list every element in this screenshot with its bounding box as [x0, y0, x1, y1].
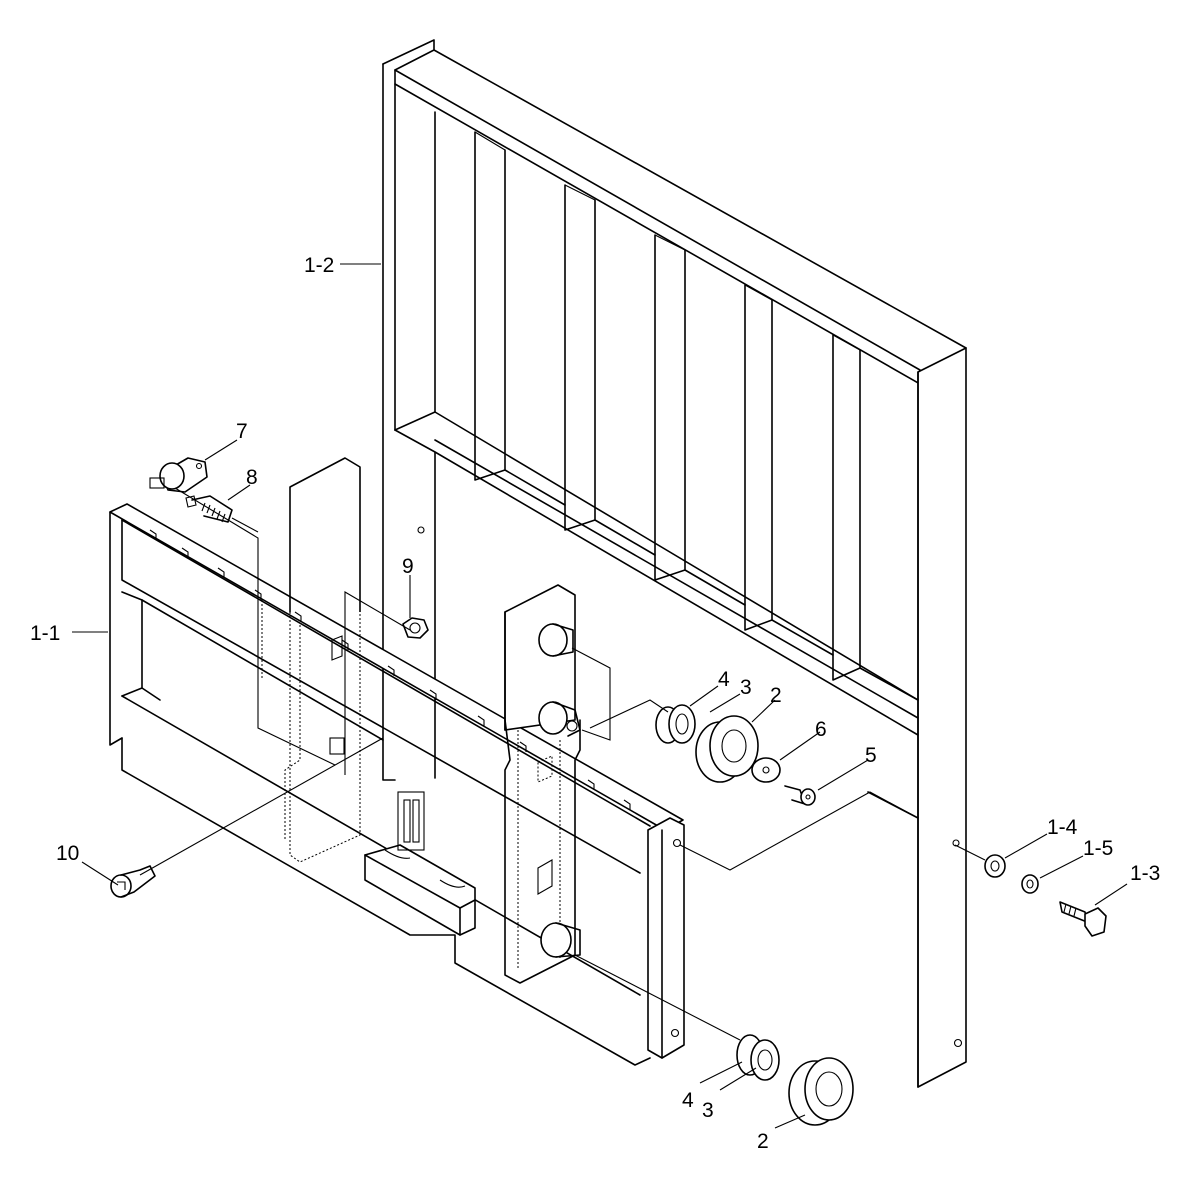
callout-3-upper: 3	[740, 676, 752, 699]
callout-9: 9	[402, 555, 414, 578]
callout-4-lower: 4	[682, 1089, 694, 1112]
callout-1-3: 1-3	[1130, 862, 1160, 885]
fork-carriage	[109, 503, 685, 1066]
part-7-stopper	[149, 457, 208, 493]
backrest-frame	[382, 39, 967, 1088]
callout-1-2: 1-2	[304, 254, 334, 277]
part-9-nut	[402, 617, 429, 639]
callout-5: 5	[865, 744, 877, 767]
callout-10: 10	[56, 842, 79, 865]
left-fork-guide	[261, 457, 361, 863]
part-10-cap-screw	[110, 865, 156, 898]
callout-1-5: 1-5	[1083, 837, 1113, 860]
part-5-bolt	[784, 785, 816, 806]
upper-bearing-set	[655, 704, 781, 783]
assembly-lines	[139, 487, 986, 1041]
callout-3-lower: 3	[702, 1099, 714, 1122]
right-fork-guide	[504, 584, 581, 984]
frame-fastener-set	[984, 854, 1107, 937]
callout-1-4: 1-4	[1047, 816, 1078, 839]
callout-4-upper: 4	[718, 668, 730, 691]
part-8-spring-pin	[185, 495, 233, 523]
callout-8: 8	[246, 466, 258, 489]
callout-2-lower: 2	[757, 1130, 769, 1153]
callout-1-1: 1-1	[30, 622, 60, 645]
lower-bearing-set	[736, 1034, 854, 1126]
callout-6: 6	[815, 718, 827, 741]
callout-2-upper: 2	[770, 684, 782, 707]
callout-leaders	[72, 263, 1128, 1129]
callout-7: 7	[236, 420, 248, 443]
